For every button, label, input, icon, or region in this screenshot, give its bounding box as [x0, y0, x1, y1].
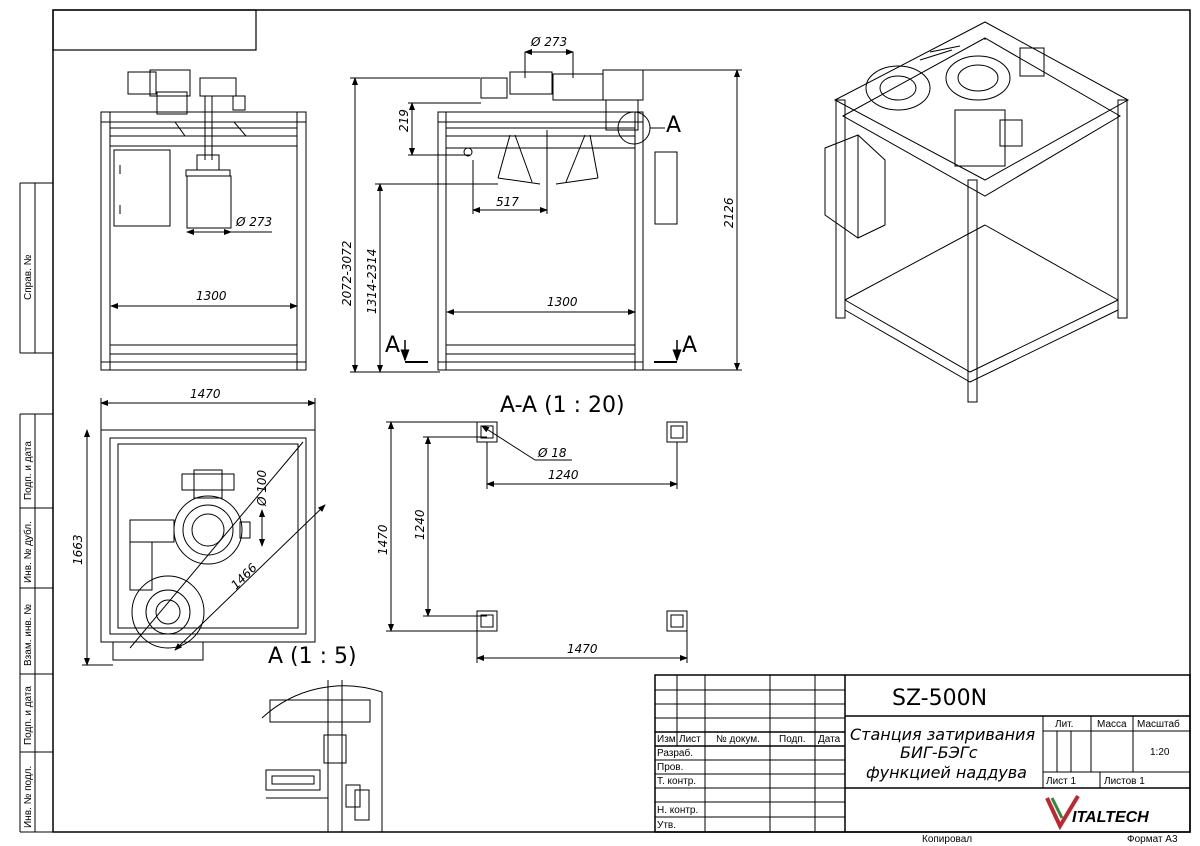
section-inner-w-label: 1240 [548, 468, 579, 482]
side-label-vzam-inv: Взам. инв. № [23, 604, 34, 666]
section-title: A-A (1 : 20) [500, 393, 625, 418]
sheet-frame [19, 9, 1191, 833]
col-date: Дата [818, 734, 841, 745]
side-dia-label: Ø 273 [530, 35, 567, 49]
side-517-label: 517 [496, 195, 519, 209]
plan-view [100, 429, 316, 661]
plan-width-label: 1470 [190, 387, 221, 401]
section-dim-hole: Ø 18 [481, 425, 572, 461]
side-label-inv-dubl: Инв. № дубл. [22, 521, 34, 583]
col-list: Лист [679, 734, 701, 745]
scale-label: Масштаб [1137, 718, 1180, 730]
section-dim-outer-w: 1470 [476, 631, 688, 663]
plan-dim-depth: 1663 [71, 429, 113, 666]
col-doc: № докум. [716, 734, 760, 745]
detail-view [261, 680, 383, 832]
side-range2-label: 1314-2314 [365, 249, 379, 314]
cut-mark-right: A [682, 333, 697, 358]
side-height-label: 2126 [722, 197, 736, 228]
copied-label: Копировал [922, 834, 972, 845]
detail-title: A (1 : 5) [268, 644, 357, 669]
section-cut-marks: A A A [385, 113, 697, 363]
row-utv: Утв. [657, 820, 676, 831]
section-inner-h-label: 1240 [413, 509, 427, 540]
row-prov: Пров. [657, 762, 683, 773]
side-dim-219: 219 [397, 102, 481, 156]
mass-label: Масса [1097, 719, 1127, 730]
side-label-podp-data-1: Подп. и дата [23, 441, 34, 500]
cut-mark-left: A [385, 333, 400, 358]
plan-dim-width: 1470 [100, 387, 316, 430]
detail-tag-a: A [666, 113, 681, 138]
col-podp: Подп. [779, 734, 806, 745]
front-dia-label: Ø 273 [235, 215, 272, 229]
side-dim-height: 2126 [643, 69, 742, 371]
col-izm: Изм. [657, 734, 678, 745]
side-width-label: 1300 [547, 295, 578, 309]
front-dim-width: 1300 [110, 289, 298, 309]
side-219-label: 219 [397, 109, 411, 132]
side-label-sprav: Справ. № [23, 254, 34, 300]
front-dim-dia: Ø 273 [186, 215, 272, 235]
section-dim-outer-h: 1470 [376, 421, 477, 632]
section-outer-h-label: 1470 [376, 524, 390, 555]
row-nkontr: Н. контр. [657, 805, 698, 816]
designation: SZ-500N [892, 686, 987, 711]
format-label: Формат A3 [1127, 834, 1178, 845]
lit-label: Лит. [1055, 719, 1073, 730]
row-tkontr: Т. контр. [657, 776, 696, 787]
isometric-view [824, 21, 1130, 403]
front-width-label: 1300 [196, 289, 227, 303]
row-razrab: Разраб. [657, 747, 693, 759]
section-dim-inner-h: 1240 [413, 436, 487, 617]
scale-value: 1:20 [1150, 747, 1170, 758]
title-block-text: SZ-500N Станция затиривания БИГ-БЭГс фун… [657, 686, 1180, 845]
plan-depth-label: 1663 [71, 534, 85, 565]
section-view [476, 421, 688, 632]
side-dim-range1: 2072-3072 [340, 77, 480, 373]
side-dim-517: 517 [472, 130, 548, 214]
italtech-logo: ITALTECH [1045, 794, 1149, 831]
side-strip-labels: Справ. № Подп. и дата Инв. № дубл. Взам.… [22, 254, 34, 828]
front-view [100, 69, 307, 371]
side-view [437, 69, 678, 371]
sheets-total: Листов 1 [1104, 776, 1145, 787]
section-outer-w-label: 1470 [567, 642, 598, 656]
side-label-podp-data-2: Подп. и дата [23, 686, 34, 745]
section-hole-label: Ø 18 [537, 446, 567, 460]
plan-diag-label: 1466 [228, 560, 260, 592]
name-line-2: БИГ-БЭГс [900, 743, 978, 762]
name-line-3: функцией наддува [866, 763, 1027, 782]
side-label-inv-podl: Инв. № подл. [23, 766, 34, 828]
sheet-number: Лист 1 [1046, 776, 1077, 787]
logo-text: ITALTECH [1072, 809, 1149, 826]
plan-dim-pipe: Ø 100 [255, 469, 269, 547]
side-dim-dia: Ø 273 [524, 35, 574, 78]
side-dim-width: 1300 [446, 295, 636, 315]
side-dim-range2: 1314-2314 [365, 183, 498, 373]
title-block [654, 674, 1191, 833]
plan-pipe-label: Ø 100 [255, 469, 269, 507]
side-range1-label: 2072-3072 [340, 241, 354, 306]
section-dim-inner-w: 1240 [486, 442, 678, 489]
name-line-1: Станция затиривания [850, 725, 1035, 744]
